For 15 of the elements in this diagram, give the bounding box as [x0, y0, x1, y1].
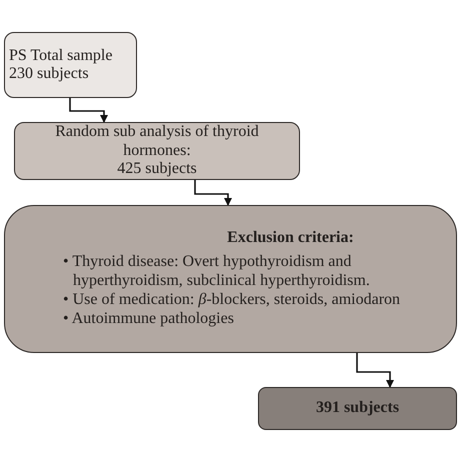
node-text: 391 subjects — [314, 399, 400, 418]
node-text: 425 subjects — [117, 160, 197, 179]
process-box — [4, 32, 137, 98]
arrow — [69, 98, 108, 123]
bullet-item: • Autoimmune pathologies — [63, 309, 235, 329]
bullet-item: • Thyroid disease: Overt hypothyroidism and hyperthyroidism, subclinical hyperthyroidism. — [63, 252, 371, 290]
node-text: Random sub analysis of thyroid hormones: — [54, 123, 260, 160]
heading: Exclusion criteria: — [226, 229, 355, 248]
bullet-item: • Use of medication: β-blockers, steroids, amiodaron — [63, 290, 402, 310]
arrow — [356, 353, 394, 388]
process-box — [4, 205, 457, 353]
node-text: PS Total sample 230 subjects — [9, 46, 114, 84]
arrow — [194, 180, 232, 206]
process-box — [258, 387, 457, 430]
process-box — [14, 122, 300, 180]
